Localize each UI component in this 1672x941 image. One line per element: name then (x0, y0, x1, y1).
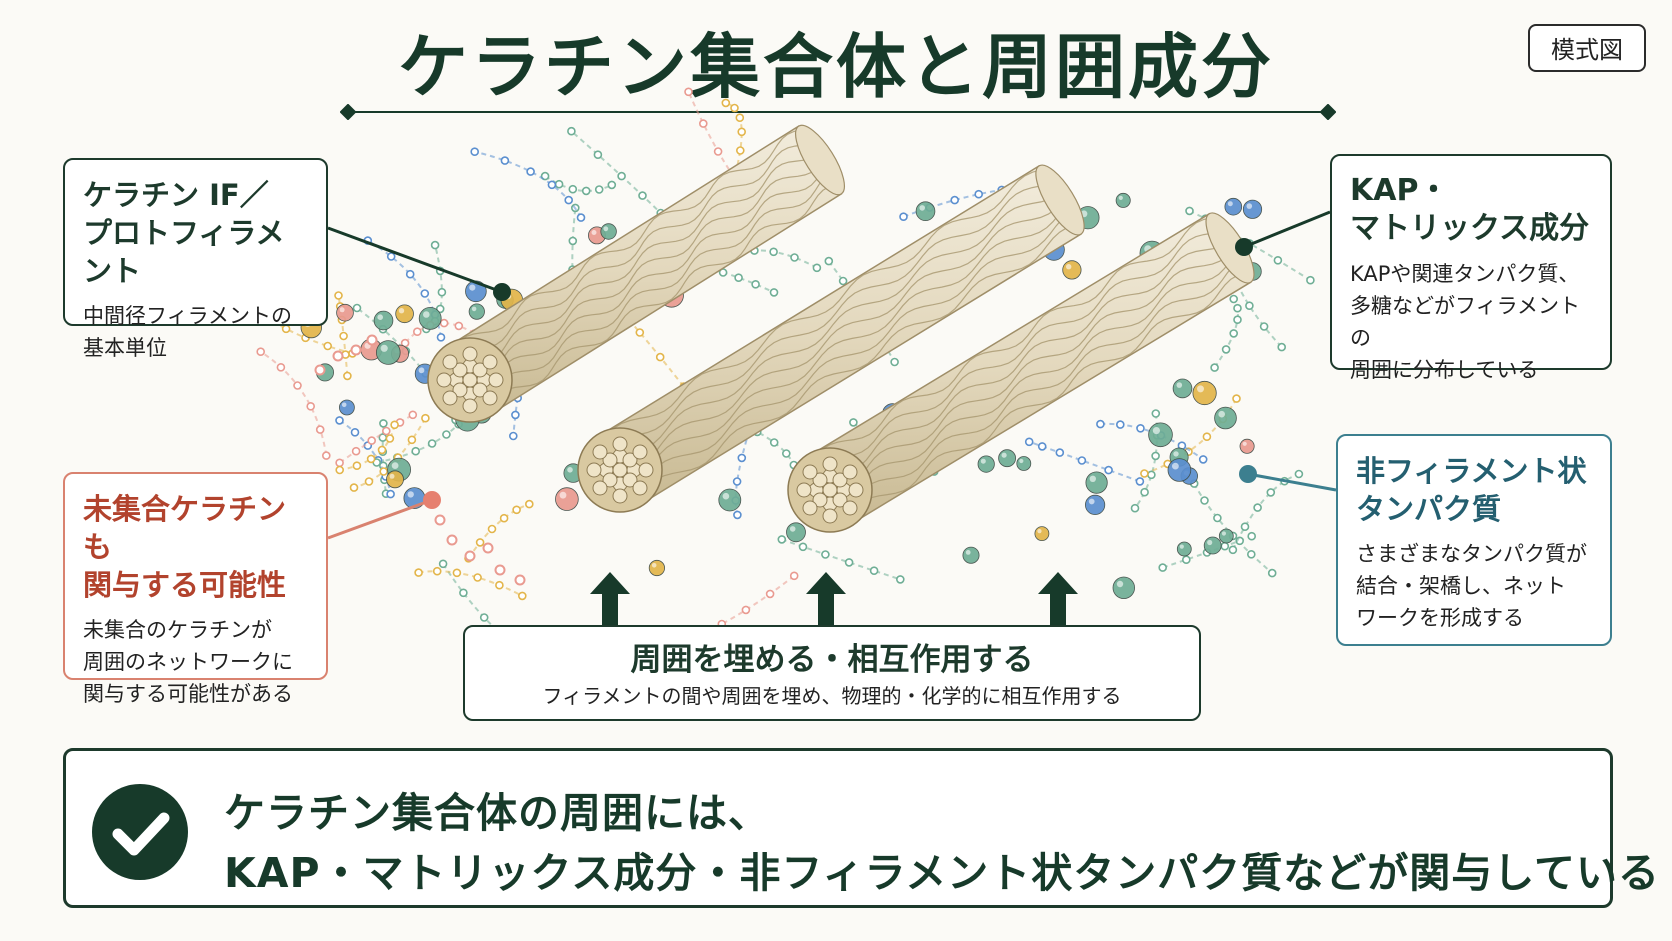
check-circle-icon (92, 784, 188, 880)
arrow-up-icons (590, 572, 1078, 625)
callout-unassembled-text-1: 未集合のケラチンが (83, 618, 272, 642)
interaction-text: フィラメントの間や周囲を埋め、物理的・化学的に相互作用する (542, 684, 1122, 708)
callout-unassembled-text-2: 周囲のネットワークに (83, 650, 293, 674)
callout-unassembled-keratin: 未集合ケラチンも 関与する可能性 未集合のケラチンが 周囲のネットワークに 関与… (63, 472, 328, 706)
summary-line-2: KAP・マトリックス成分・非フィラメント状タンパク質などが関与している (224, 849, 1661, 897)
interaction-box: 周囲を埋める・相互作用する フィラメントの間や周囲を埋め、物理的・化学的に相互作… (463, 625, 1201, 721)
callout-keratin-if-text-1: 中間径フィラメントの (83, 304, 292, 328)
callout-kap-title-1: KAP・ (1350, 173, 1449, 208)
callout-keratin-if: ケラチン IF／ プロトフィラメント 中間径フィラメントの 基本単位 (63, 158, 328, 360)
callout-nonfilament-text-2: 結合・架橋し、ネット (1356, 574, 1566, 598)
callout-unassembled-text-3: 関与する可能性がある (83, 682, 293, 706)
keratin-filaments (427, 124, 1255, 533)
page-title: ケラチン集合体と周囲成分 (398, 26, 1274, 108)
callout-nonfilament-title-1: 非フィラメント状 (1356, 454, 1587, 488)
callout-nonfilament-text-3: ワークを形成する (1356, 606, 1524, 630)
summary-box: ケラチン集合体の周囲には、 KAP・マトリックス成分・非フィラメント状タンパク質… (63, 748, 1659, 908)
callout-nonfilament-title-2: タンパク質 (1356, 492, 1502, 526)
callout-keratin-if-title-1: ケラチン IF／ (83, 178, 269, 212)
callout-keratin-if-title-2: プロトフィラメント (83, 216, 285, 288)
callout-kap-text-2: 多糖などがフィラメントの (1350, 294, 1580, 350)
callout-kap-title-2: マトリックス成分 (1350, 211, 1590, 246)
summary-line-1: ケラチン集合体の周囲には、 (224, 789, 770, 837)
callout-non-filament-protein: 非フィラメント状 タンパク質 さまざまなタンパク質が 結合・架橋し、ネット ワー… (1336, 434, 1612, 646)
callout-kap-text-3: 周囲に分布している (1350, 358, 1539, 382)
callout-nonfilament-text-1: さまざまなタンパク質が (1356, 542, 1587, 566)
interaction-title: 周囲を埋める・相互作用する (630, 642, 1034, 678)
callout-keratin-if-text-2: 基本単位 (83, 336, 167, 360)
schematic-badge: 模式図 (1528, 24, 1646, 72)
callout-kap-matrix: KAP・ マトリックス成分 KAPや関連タンパク質、 多糖などがフィラメントの … (1330, 154, 1612, 382)
callout-unassembled-title-2: 関与する可能性 (83, 568, 287, 602)
callout-kap-text-1: KAPや関連タンパク質、 (1350, 262, 1580, 286)
callout-unassembled-title-1: 未集合ケラチンも (83, 492, 287, 564)
pointer-lines (327, 210, 1337, 540)
title-divider (340, 104, 1336, 120)
